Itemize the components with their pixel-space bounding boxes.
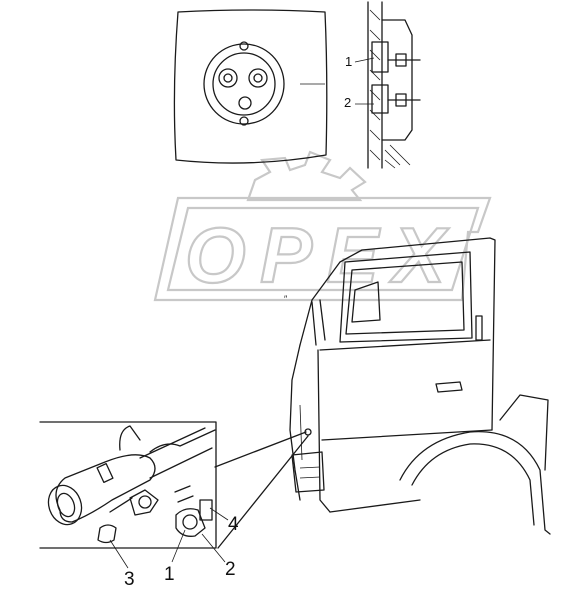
callout-bottom-2: 2 [225, 559, 236, 580]
callout-bottom-1: 1 [164, 564, 175, 585]
socket-panel-detail [173, 9, 328, 164]
steering-column-inset: 3 1 2 4 [39, 421, 239, 590]
callout-bottom-3: 3 [124, 569, 135, 590]
svg-text:″: ″ [284, 294, 288, 304]
callout-top-1: 1 [345, 54, 352, 69]
watermark-text: OPEX [185, 211, 449, 299]
leader-cab-to-inset-2 [217, 435, 309, 549]
callout-bottom-4: 4 [228, 514, 239, 535]
watermark-logo: OPEX [153, 150, 492, 302]
leader-cab-to-inset [214, 431, 307, 468]
truck-cab: ″ [284, 237, 551, 535]
callout-top-2: 2 [344, 95, 351, 110]
socket-cross-section: 1 2 [344, 1, 421, 169]
